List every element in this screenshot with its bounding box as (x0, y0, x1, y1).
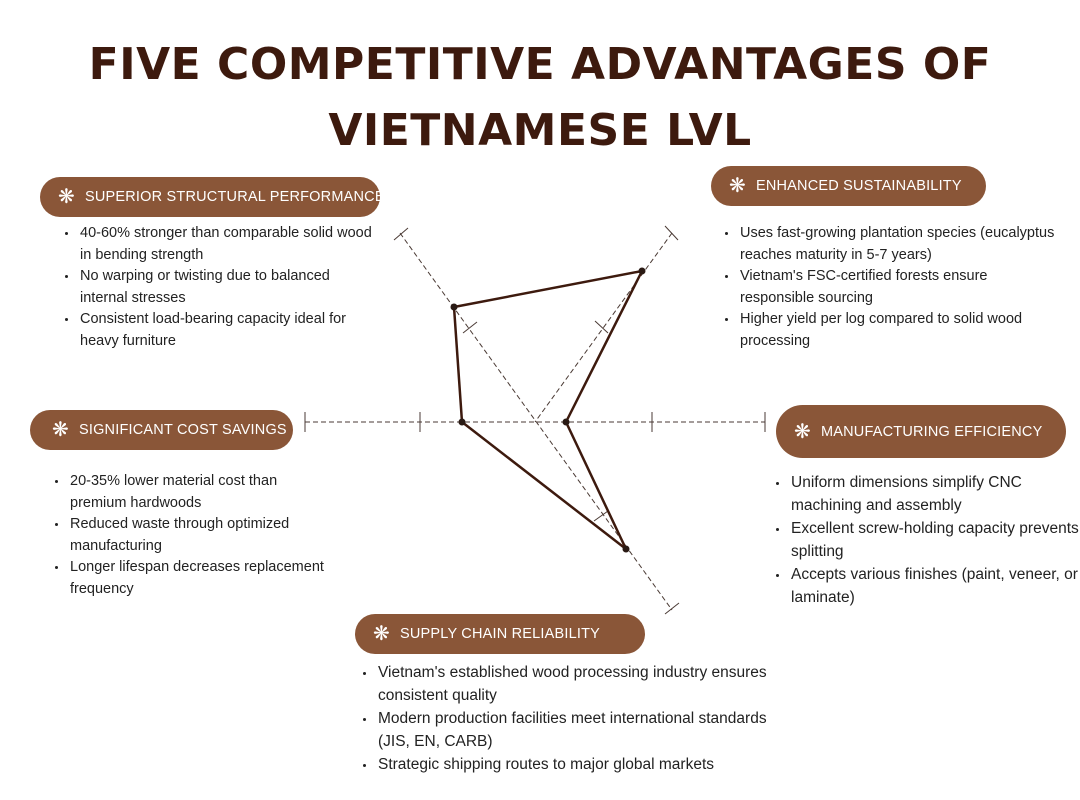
list-item: Uses fast-growing plantation species (eu… (738, 223, 1063, 266)
list-item: Longer lifespan decreases replacement fr… (68, 557, 333, 600)
pill-label: SUPPLY CHAIN RELIABILITY (399, 626, 601, 642)
pill-label: ENHANCED SUSTAINABILITY (755, 178, 962, 194)
radar-vertex-point (450, 303, 458, 311)
radar-tick (462, 321, 478, 334)
page-title-line-1: FIVE COMPETITIVE ADVANTAGES OF (88, 39, 992, 90)
asterisk-flower-icon: ❋ (794, 420, 811, 443)
radar-vertex-point (622, 545, 630, 553)
pill-significant-cost-savings: ❋ SIGNIFICANT COST SAVINGS (30, 410, 293, 450)
list-item: No warping or twisting due to balanced i… (78, 266, 378, 309)
list-item: Modern production facilities meet intern… (376, 707, 776, 753)
radar-polygon (452, 269, 644, 551)
list-item: Higher yield per log compared to solid w… (738, 309, 1063, 352)
asterisk-flower-icon: ❋ (729, 175, 746, 197)
radar-vertex-point (562, 418, 570, 426)
asterisk-flower-icon: ❋ (58, 186, 75, 208)
list-item: Consistent load-bearing capacity ideal f… (78, 309, 378, 352)
radar-tick (664, 225, 679, 241)
list-item: Uniform dimensions simplify CNC machinin… (789, 471, 1079, 517)
asterisk-flower-icon: ❋ (373, 623, 390, 645)
asterisk-flower-icon: ❋ (52, 419, 69, 441)
pill-supply-chain-reliability: ❋ SUPPLY CHAIN RELIABILITY (355, 614, 645, 654)
list-item: Excellent screw-holding capacity prevent… (789, 517, 1079, 563)
sustainability-bullet-list: Uses fast-growing plantation species (eu… (720, 223, 1063, 352)
radar-tick (594, 320, 609, 334)
pill-manufacturing-efficiency: ❋ MANUFACTURING EFFICIENCY (776, 405, 1066, 458)
radar-tick (393, 227, 409, 241)
radar-axis-1 (399, 232, 673, 611)
pill-label: SUPERIOR STRUCTURAL PERFORMANCE (84, 189, 385, 205)
list-item: Vietnam's FSC-certified forests ensure r… (738, 266, 1063, 309)
supply-bullet-list: Vietnam's established wood processing in… (358, 661, 776, 776)
list-item: Strategic shipping routes to major globa… (376, 753, 776, 776)
page-title-line-2: VIETNAMESE LVL (328, 105, 752, 156)
radar-tick (593, 510, 609, 522)
list-item: Vietnam's established wood processing in… (376, 661, 776, 707)
list-item: Reduced waste through optimized manufact… (68, 514, 333, 557)
list-item: 20-35% lower material cost than premium … (68, 471, 333, 514)
structural-bullet-list: 40-60% stronger than comparable solid wo… (60, 223, 378, 352)
pill-enhanced-sustainability: ❋ ENHANCED SUSTAINABILITY (711, 166, 986, 206)
list-item: Accepts various finishes (paint, veneer,… (789, 563, 1079, 609)
pill-superior-structural-performance: ❋ SUPERIOR STRUCTURAL PERFORMANCE (40, 177, 384, 217)
pill-label: MANUFACTURING EFFICIENCY (820, 423, 1043, 440)
radar-vertex-point (458, 418, 466, 426)
manufacturing-bullet-list: Uniform dimensions simplify CNC machinin… (771, 471, 1079, 609)
cost-bullet-list: 20-35% lower material cost than premium … (50, 471, 333, 600)
radar-tick (664, 602, 680, 615)
radar-axis-2 (534, 232, 673, 423)
radar-vertex-point (638, 267, 646, 275)
list-item: 40-60% stronger than comparable solid wo… (78, 223, 378, 266)
pill-label: SIGNIFICANT COST SAVINGS (78, 422, 287, 438)
